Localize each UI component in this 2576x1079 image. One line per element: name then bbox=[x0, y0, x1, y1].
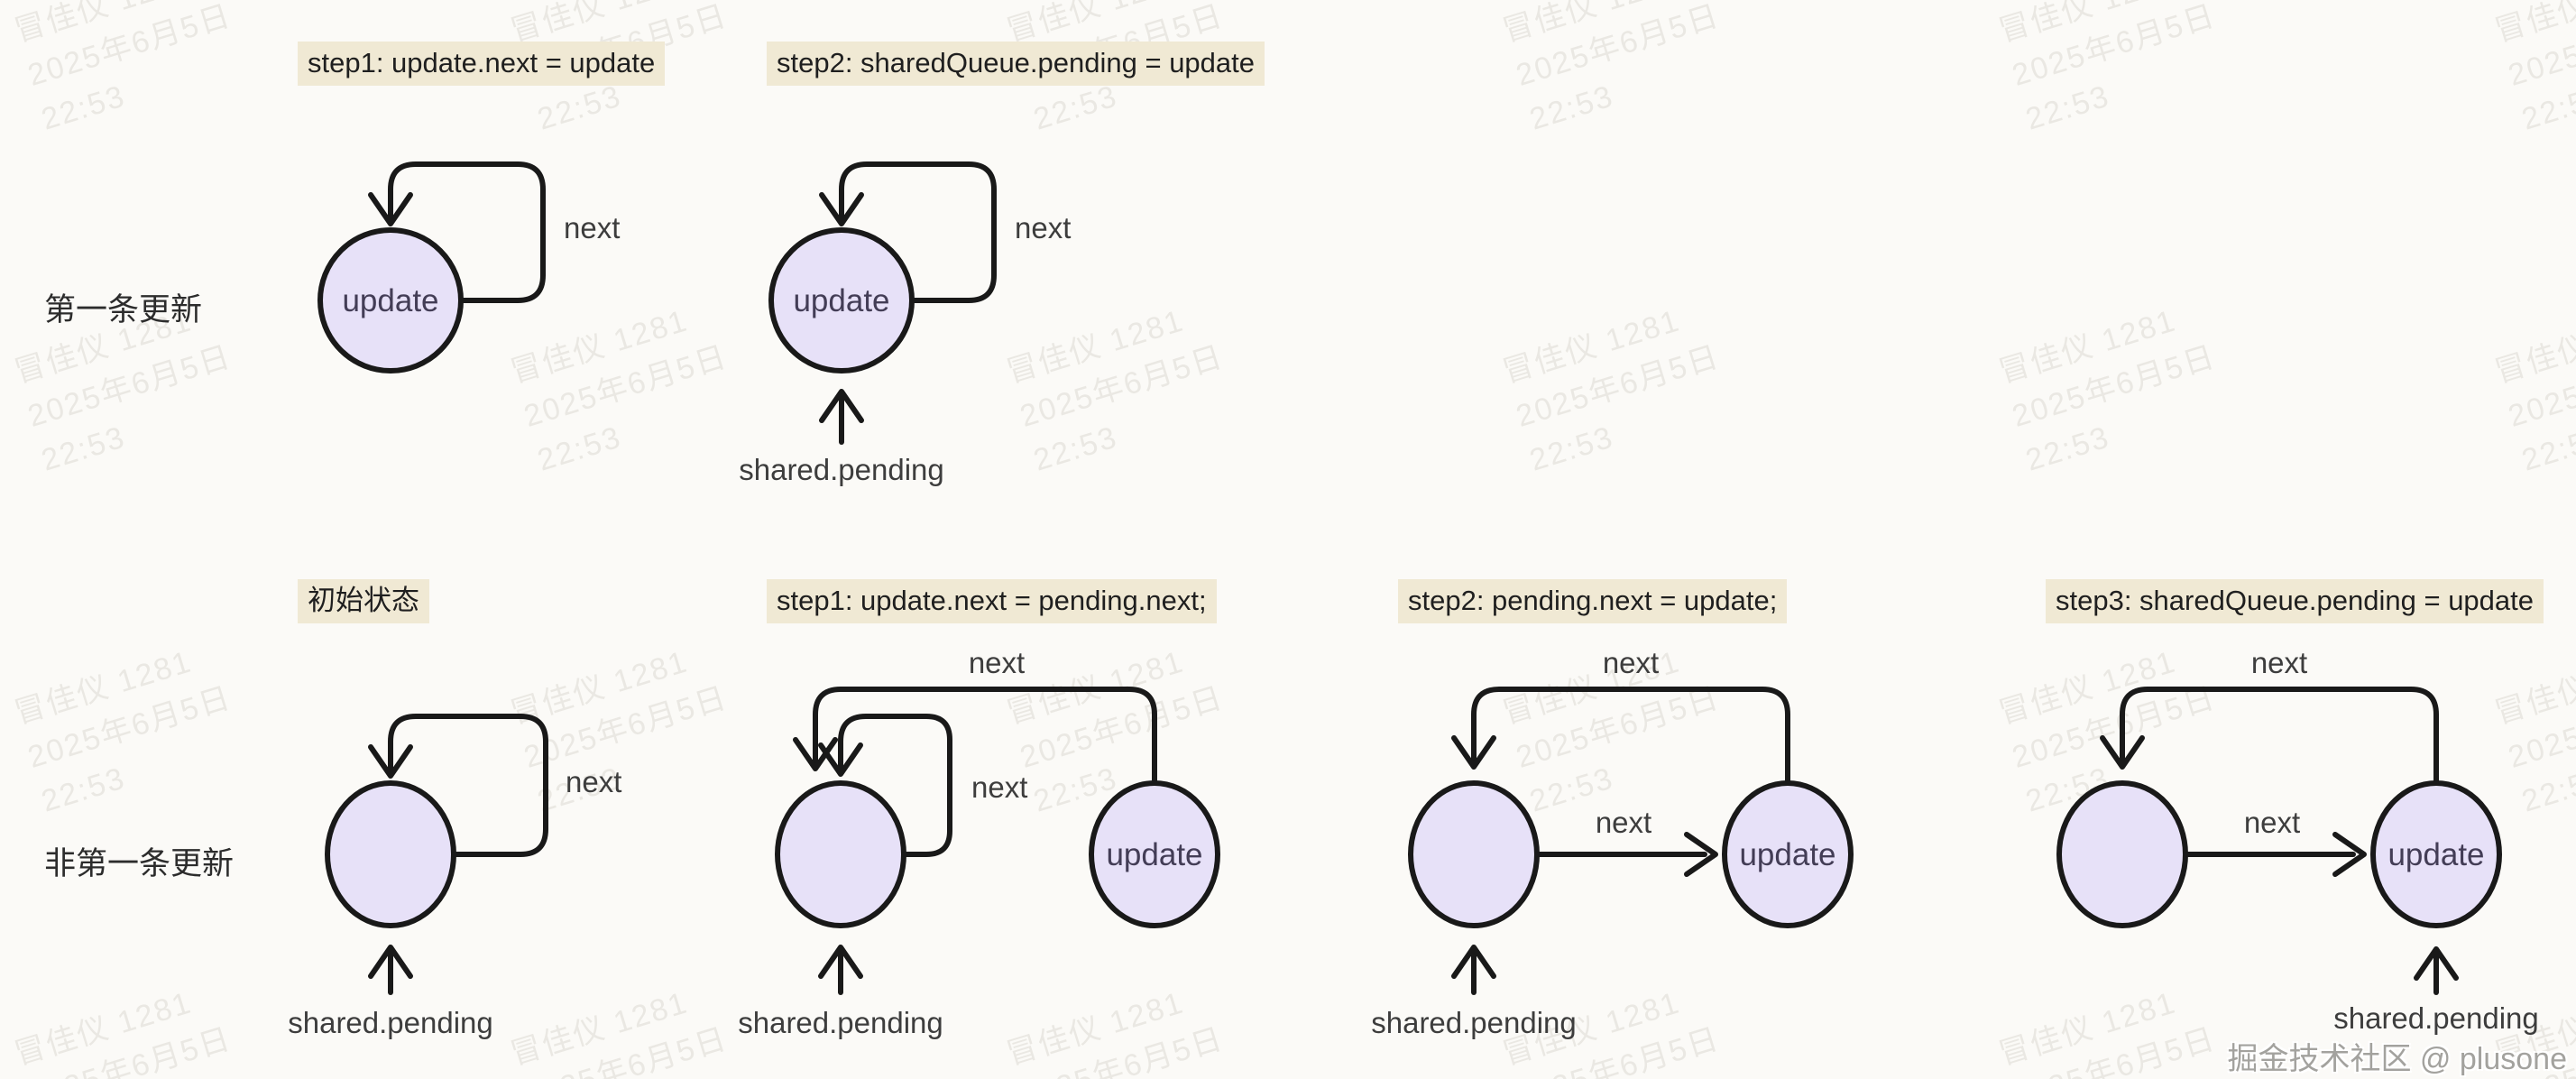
title-row1-step2: step2: sharedQueue.pending = update bbox=[767, 42, 1265, 86]
title-row2-initial: 初始状态 bbox=[298, 579, 429, 623]
next-label: next bbox=[564, 211, 620, 244]
next-label: next bbox=[1596, 806, 1651, 839]
next-label: next bbox=[1603, 646, 1659, 679]
next-label: next bbox=[2251, 646, 2307, 679]
arrow-head bbox=[819, 192, 864, 226]
next-label: next bbox=[566, 765, 621, 798]
arrow-head bbox=[1451, 735, 1496, 770]
pending-node bbox=[2056, 780, 2188, 928]
update-node-label: update bbox=[2387, 837, 2484, 872]
pending-node bbox=[775, 780, 906, 928]
update-node-label: update bbox=[342, 283, 438, 318]
shared-pending-label: shared.pending bbox=[1371, 1006, 1577, 1039]
title-row2-step3: step3: sharedQueue.pending = update bbox=[2046, 579, 2544, 623]
self-loop-arrow bbox=[388, 161, 546, 303]
shared-pending-label: shared.pending bbox=[738, 1006, 943, 1039]
arrow-head bbox=[2100, 735, 2145, 770]
pending-node bbox=[325, 780, 456, 928]
next-label: next bbox=[969, 646, 1025, 679]
self-loop-arrow bbox=[388, 714, 548, 857]
title-row2-step1: step1: update.next = pending.next; bbox=[767, 579, 1217, 623]
diagram-initial-state: next shared.pending bbox=[288, 714, 621, 1039]
title-row2-step2: step2: pending.next = update; bbox=[1398, 579, 1788, 623]
update-node-label: update bbox=[1106, 837, 1202, 872]
arrow-head bbox=[1451, 945, 1496, 979]
row-label-first-update: 第一条更新 bbox=[44, 292, 203, 327]
diagram-first-update-step1: update next bbox=[317, 161, 620, 374]
next-label: next bbox=[2244, 806, 2300, 839]
diagram-not-first-step2: update next next shared.pending bbox=[1371, 646, 1854, 1039]
update-next-arc-arrow bbox=[2120, 687, 2439, 784]
arrow-head bbox=[793, 737, 838, 771]
row-label-not-first-update: 非第一条更新 bbox=[44, 846, 235, 881]
shared-pending-label: shared.pending bbox=[288, 1006, 493, 1039]
pending-node bbox=[1408, 780, 1540, 928]
arrow-head bbox=[2332, 832, 2367, 877]
update-next-arc-arrow bbox=[813, 687, 1157, 784]
arrow-head bbox=[1684, 832, 1718, 877]
title-row1-step1: step1: update.next = update bbox=[298, 42, 666, 86]
arrow-head bbox=[368, 192, 413, 226]
arrow-head bbox=[818, 945, 863, 979]
arrow-head bbox=[2414, 946, 2459, 981]
arrow-head bbox=[819, 389, 864, 423]
arrow-head bbox=[368, 744, 413, 779]
next-label: next bbox=[971, 770, 1027, 804]
update-node-label: update bbox=[793, 283, 889, 318]
shared-pending-label: shared.pending bbox=[2333, 1001, 2539, 1035]
shared-pending-label: shared.pending bbox=[739, 453, 944, 486]
next-label: next bbox=[1015, 211, 1071, 244]
diagram-not-first-step1: update next next shared.pending bbox=[738, 646, 1220, 1039]
arrow-head bbox=[368, 945, 413, 979]
self-loop-arrow bbox=[839, 161, 997, 303]
diagram-first-update-step2: update next shared.pending bbox=[739, 161, 1071, 486]
diagram-not-first-step3: update next next shared.pending bbox=[2056, 646, 2539, 1035]
community-credit: 掘金技术社区 @ plusone bbox=[2227, 1042, 2567, 1076]
self-loop-arrow bbox=[838, 714, 952, 857]
update-next-arc-arrow bbox=[1471, 687, 1790, 784]
update-node-label: update bbox=[1739, 837, 1835, 872]
